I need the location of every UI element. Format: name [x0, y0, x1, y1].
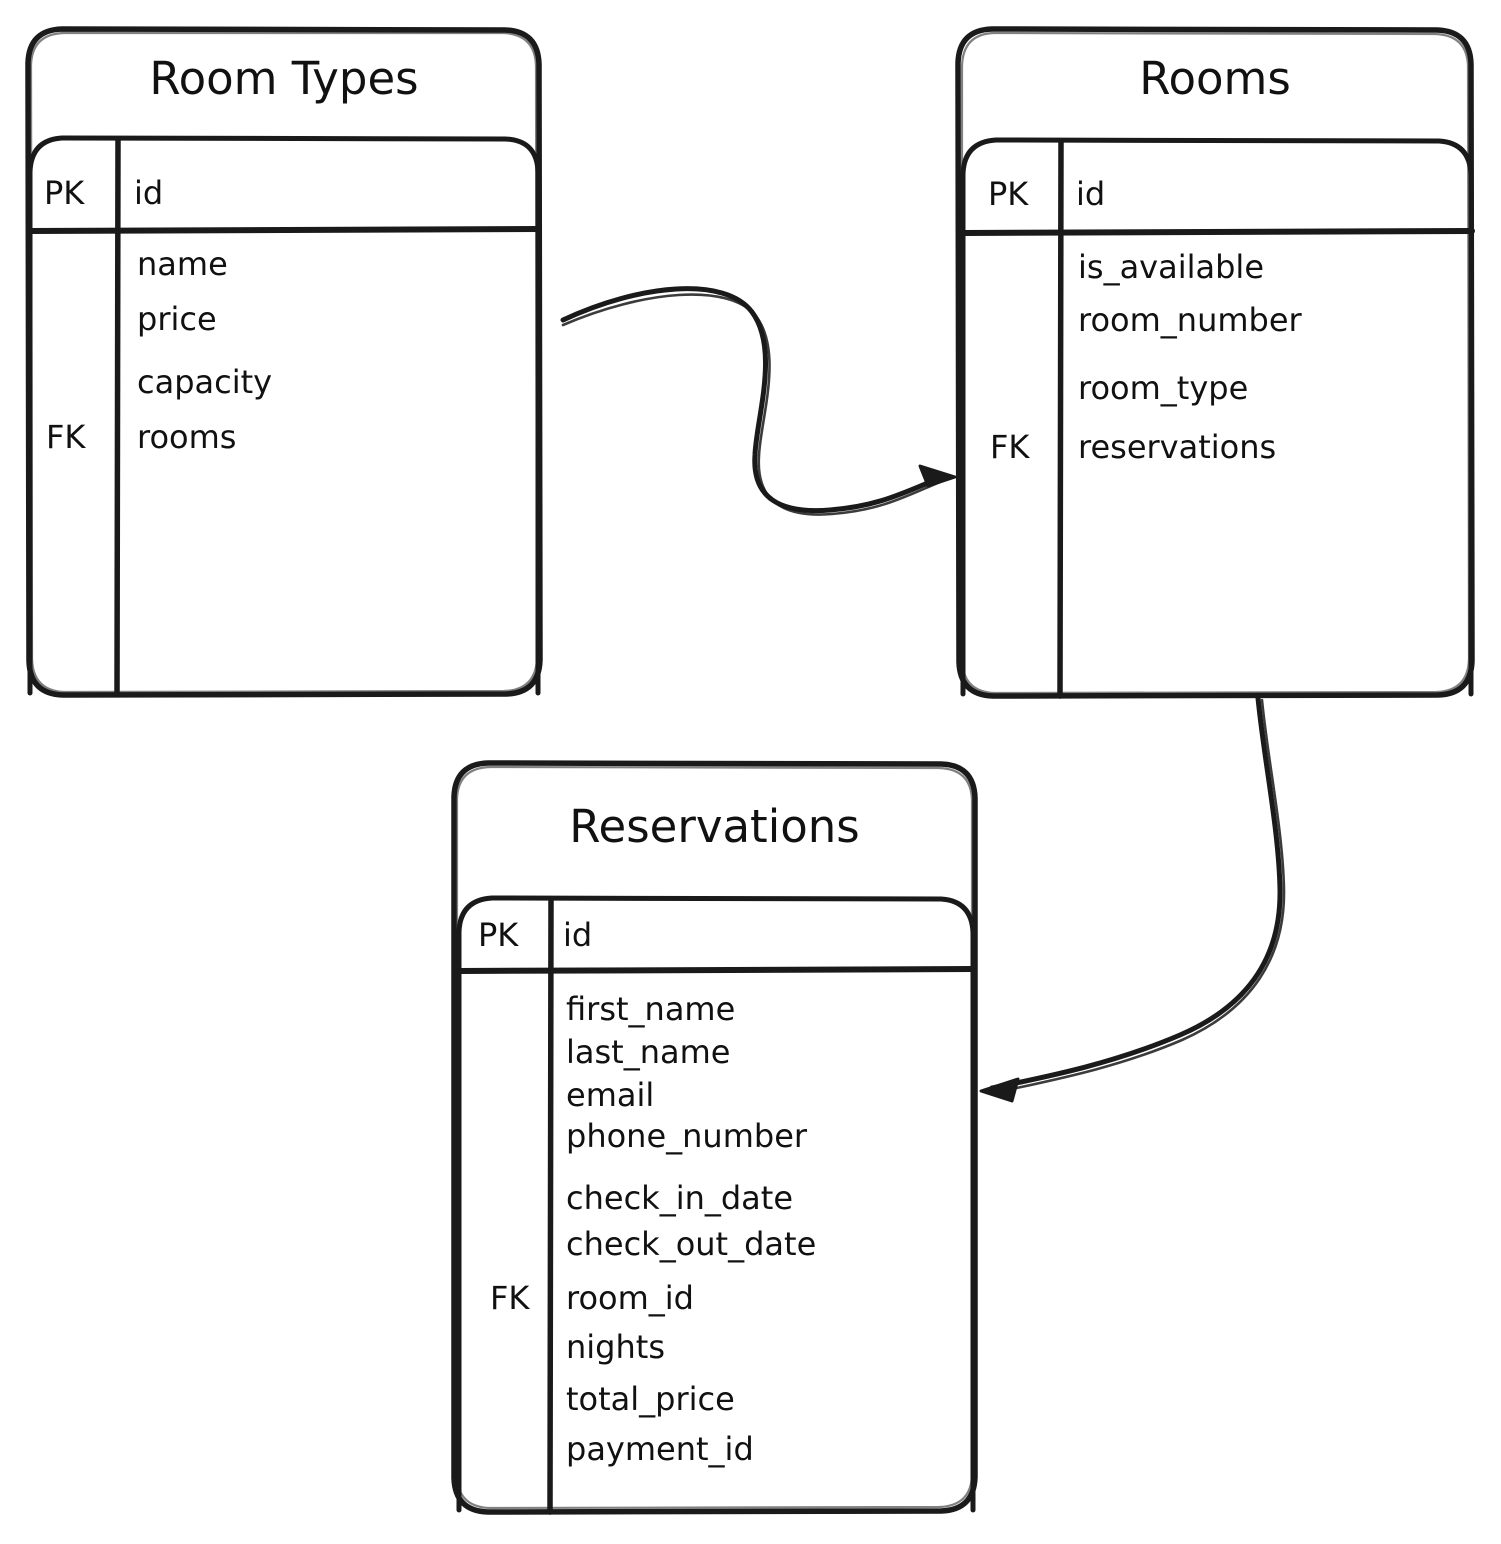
reservations-outer-box — [451, 760, 978, 1515]
relationship-line-1-second-stroke — [561, 293, 942, 516]
entity-rooms[interactable] — [955, 26, 1475, 699]
reservations-outer-box-second-stroke — [455, 765, 974, 1510]
entity-reservations[interactable] — [451, 760, 978, 1515]
room-types-key-column-divider — [114, 136, 121, 697]
rooms-outer-box-second-stroke — [960, 31, 1471, 695]
entity-room-types[interactable] — [25, 26, 543, 698]
room-types-inner-box-left — [27, 135, 65, 696]
rooms-key-column-divider — [1057, 138, 1064, 699]
relationship-rooms-to-reservations[interactable] — [979, 695, 1286, 1103]
rooms-outer-box — [955, 26, 1475, 699]
reservations-key-column-divider — [547, 896, 554, 1515]
reservations-inner-box-left — [456, 895, 495, 1513]
relationship-arrowhead-2 — [979, 1077, 1020, 1103]
reservations-inner-box — [489, 895, 976, 1513]
reservations-header-divider — [456, 966, 977, 974]
room-types-outer-box-second-stroke — [29, 31, 539, 694]
room-types-inner-box — [59, 135, 541, 696]
room-types-header-divider — [27, 226, 542, 234]
rooms-inner-box — [993, 137, 1474, 697]
relationship-arrowhead-1 — [918, 464, 957, 488]
relationship-line-2-second-stroke — [992, 698, 1286, 1095]
rooms-header-divider — [960, 228, 1475, 236]
rooms-inner-box-left — [960, 137, 999, 697]
relationship-room-types-to-rooms[interactable] — [560, 286, 957, 516]
relationship-line-1 — [560, 286, 943, 514]
relationship-line-2 — [989, 695, 1283, 1091]
room-types-outer-box — [25, 26, 543, 698]
